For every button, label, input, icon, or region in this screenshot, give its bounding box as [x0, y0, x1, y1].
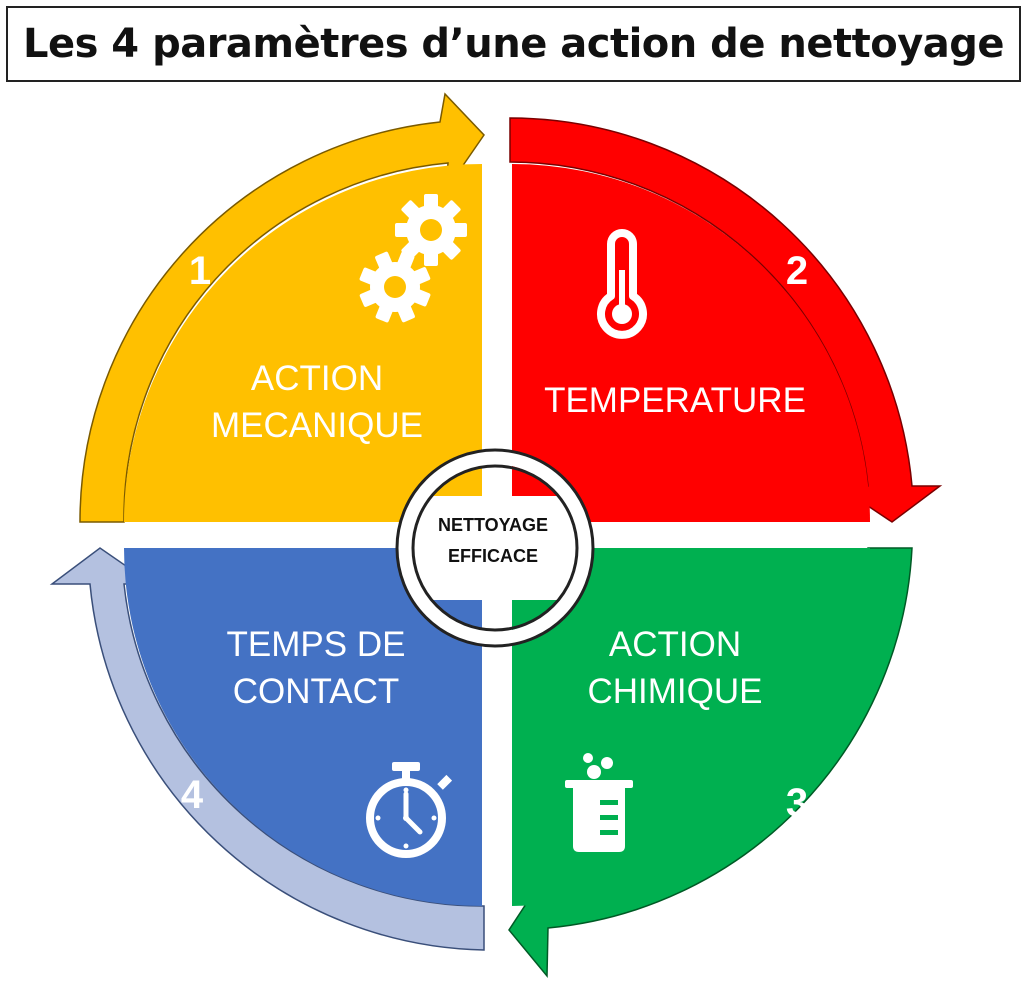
center-label-line1: NETTOYAGE [438, 515, 548, 535]
quadrant-2-number: 2 [786, 249, 808, 293]
quadrant-1-number: 1 [189, 249, 211, 293]
quadrant-3-label-line2: CHIMIQUE [588, 672, 763, 711]
quadrant-3-number: 3 [786, 781, 808, 825]
quadrant-1-label-line2: MECANIQUE [211, 406, 423, 445]
quadrant-2-sector [512, 164, 870, 522]
quadrant-2-label-line1: TEMPERATURE [544, 381, 806, 420]
title-box: Les 4 paramètres d’une action de nettoya… [6, 6, 1021, 82]
thermometer-icon [597, 229, 647, 339]
quadrant-3-action-chimique: 3 ACTION CHIMIQUE [508, 547, 913, 979]
quadrant-1-arrow [79, 92, 485, 523]
stopwatch-icon [366, 762, 453, 858]
center-label-line2: EFFICACE [448, 546, 538, 566]
gears-icon [359, 194, 467, 323]
quadrant-2-arrow [509, 117, 943, 523]
quadrant-1-action-mecanique: 1 ACTION MECANIQUE [79, 92, 485, 523]
quadrant-4-number: 4 [181, 773, 204, 817]
quadrant-3-label-line1: ACTION [609, 625, 741, 664]
center-badge: NETTOYAGE EFFICACE [395, 448, 595, 648]
quadrant-4-temps-de-contact: 4 TEMPS DE CONTACT [49, 547, 485, 951]
quadrant-2-temperature: 2 TEMPERATURE [509, 117, 943, 523]
quadrant-1-label-line1: ACTION [251, 359, 383, 398]
quadrant-4-arrow [49, 547, 485, 951]
page-title: Les 4 paramètres d’une action de nettoya… [22, 21, 1005, 67]
quadrant-4-sector [124, 548, 482, 906]
quadrant-1-sector [124, 164, 482, 522]
quadrant-4-label-line2: CONTACT [233, 672, 400, 711]
quadrant-4-label-line1: TEMPS DE [227, 625, 406, 664]
beaker-icon [565, 753, 633, 852]
